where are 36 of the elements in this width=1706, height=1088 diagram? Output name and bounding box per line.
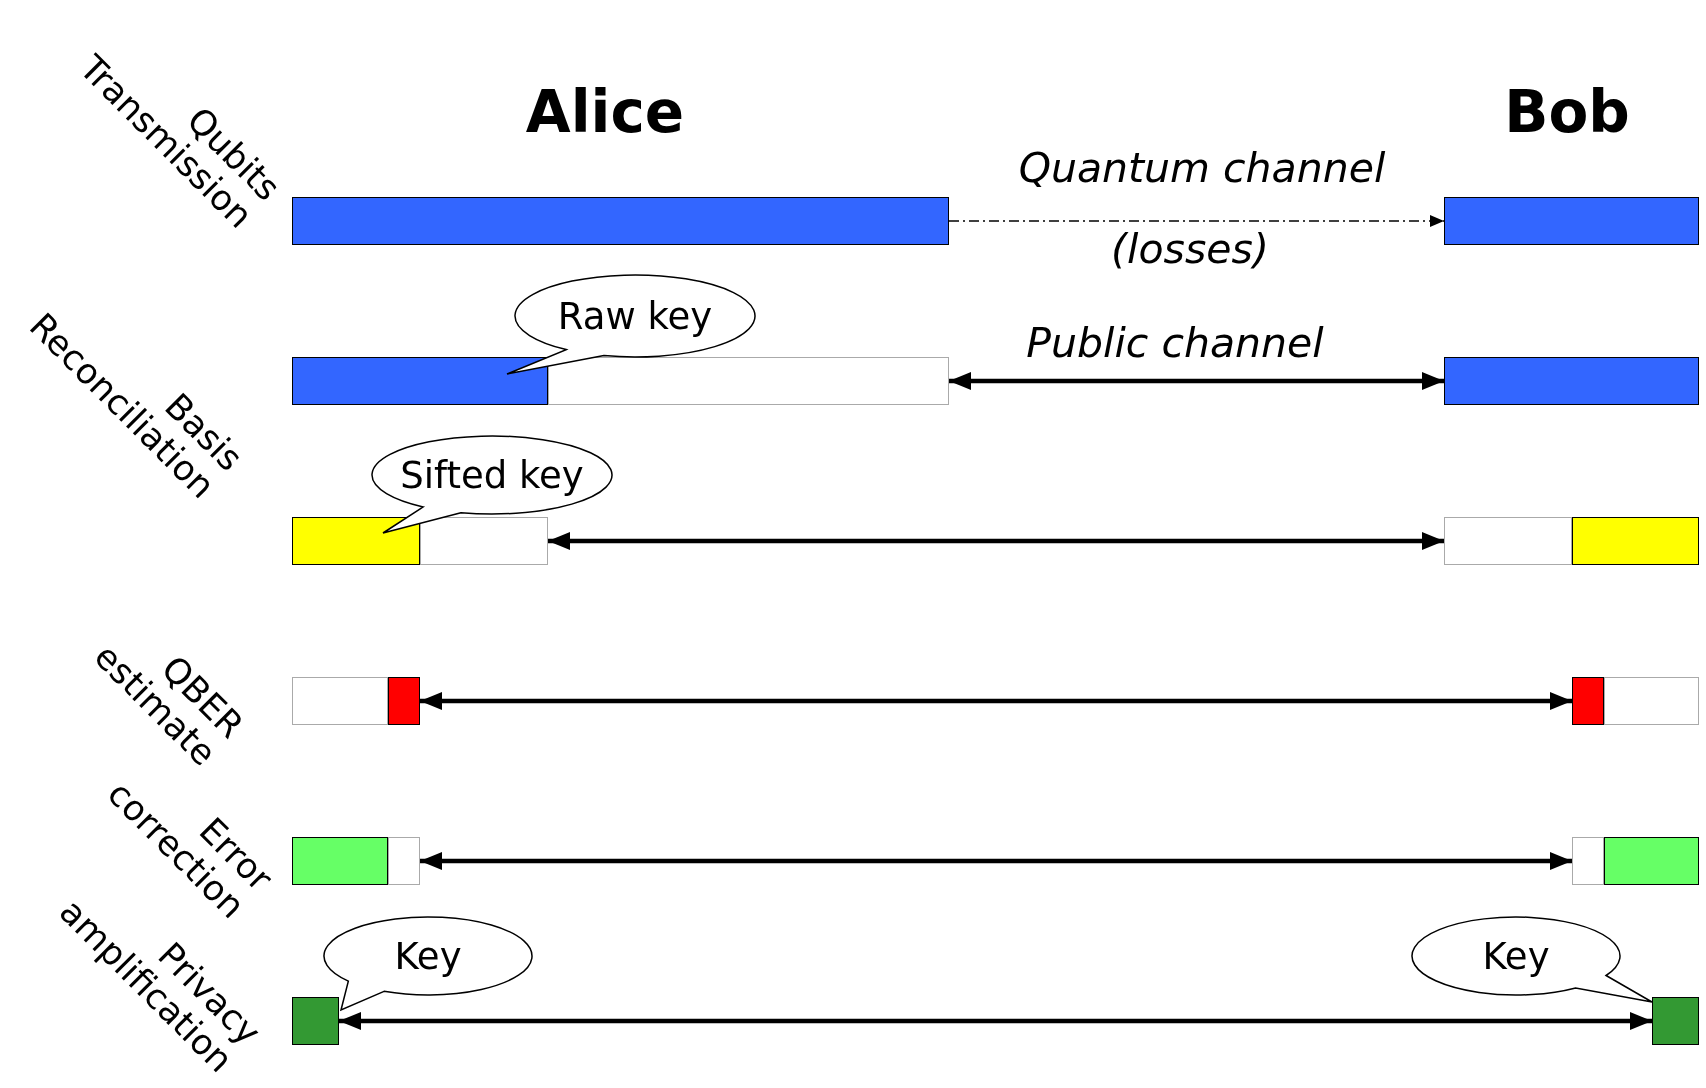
bubble-text: Sifted key [400,456,584,494]
arrow [949,372,1444,390]
key-bar-segment [292,837,388,885]
speech-bubble [321,914,535,1013]
key-bar-segment [292,197,949,245]
key-bar-segment [1572,677,1604,725]
key-bar-segment [420,517,548,565]
column-heading: Alice [525,83,685,141]
speech-bubble [504,272,758,377]
speech-bubble [369,433,615,536]
bubble-text: Raw key [557,297,713,335]
key-bar-segment [1604,677,1699,725]
key-bar-segment [292,677,388,725]
column-heading: Bob [1504,83,1630,141]
key-bar-segment [1652,997,1699,1045]
key-bar-segment [1604,837,1699,885]
arrow [420,852,1572,870]
channel-note: (losses) [1111,224,1269,276]
key-bar-segment [1572,517,1699,565]
speech-bubble [1409,914,1655,1005]
arrow [548,532,1444,550]
key-bar-segment [1444,357,1699,405]
bubble-text: Key [1482,937,1550,975]
key-bar-segment [1444,197,1699,245]
key-bar-segment [292,357,548,405]
key-bar-segment [1444,517,1572,565]
arrow [420,692,1572,710]
key-bar-segment [1572,837,1604,885]
key-bar-segment [292,517,420,565]
arrow [339,1012,1652,1030]
key-bar-segment [292,997,339,1045]
key-bar-segment [388,677,420,725]
key-bar-segment [388,837,420,885]
key-bar-segment [548,357,949,405]
arrow [948,215,1445,227]
bubble-text: Key [394,937,462,975]
